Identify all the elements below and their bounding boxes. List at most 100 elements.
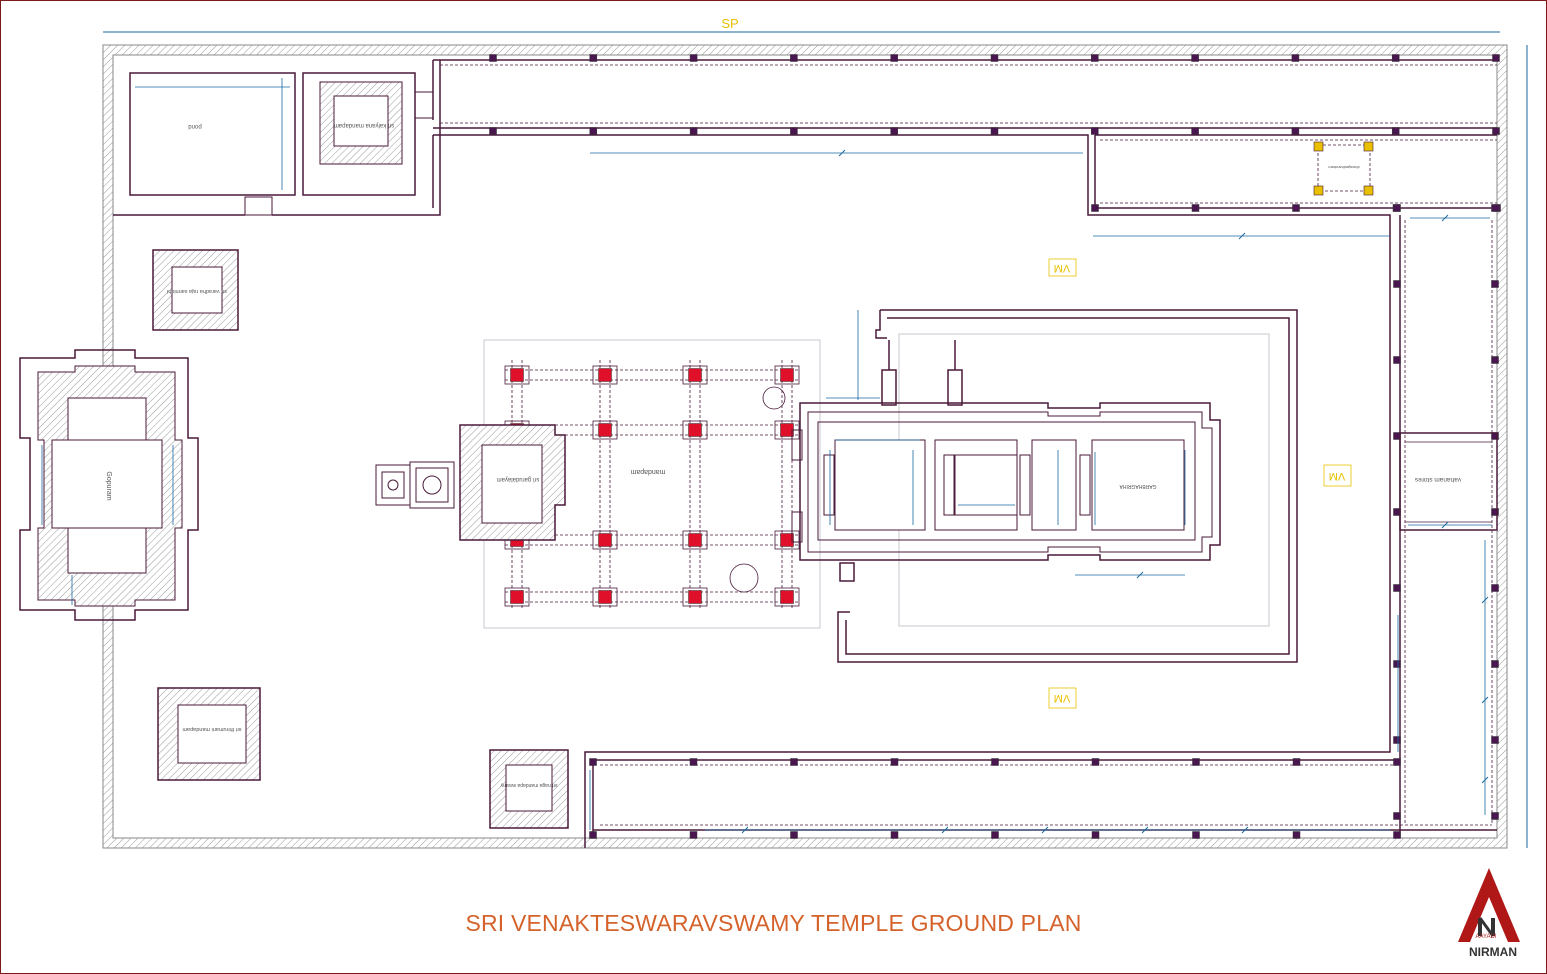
pillar bbox=[1291, 54, 1300, 62]
pillar bbox=[991, 758, 999, 766]
pillar bbox=[1391, 54, 1400, 62]
sp-dimension-line: SP bbox=[103, 16, 1500, 33]
top-left-doors bbox=[244, 91, 434, 216]
nirman-logo bbox=[1458, 868, 1520, 942]
pillar bbox=[689, 758, 698, 766]
pillar-base bbox=[592, 587, 618, 607]
pond-label: pond bbox=[188, 123, 201, 129]
pond-room: pond bbox=[129, 72, 296, 196]
pillar bbox=[990, 54, 999, 62]
pillar bbox=[890, 127, 898, 135]
pillar bbox=[598, 368, 612, 382]
sannidhi-bottom-mid: sri naga mandapa swamy bbox=[489, 749, 569, 829]
pillar-base bbox=[774, 365, 800, 385]
pillar bbox=[1491, 508, 1499, 516]
kalyana-mandapam: sri kalyana mandapam bbox=[302, 72, 416, 196]
pillar-base bbox=[592, 530, 618, 550]
pillar-base bbox=[682, 365, 708, 385]
pillar bbox=[1393, 280, 1401, 288]
dimension-tick bbox=[1441, 521, 1449, 529]
pillar bbox=[780, 368, 794, 382]
gopuram-label: Gopuram bbox=[105, 471, 112, 500]
pillar bbox=[688, 368, 702, 382]
sannidhi-top-label: sri varadha raja sannidhi bbox=[167, 288, 227, 294]
dimension-tick bbox=[941, 826, 949, 834]
pillar bbox=[688, 533, 702, 547]
pillar bbox=[790, 831, 798, 839]
dimension-tick bbox=[1141, 826, 1149, 834]
garudalayam: sri garudalayam bbox=[459, 424, 566, 541]
pillar bbox=[589, 758, 597, 766]
dimension-ticks bbox=[741, 149, 1489, 834]
pillar-base bbox=[682, 587, 708, 607]
pillar bbox=[1091, 831, 1100, 839]
pillar bbox=[589, 127, 598, 135]
zone-marks: VM VM VM bbox=[1048, 258, 1352, 709]
pillar bbox=[1492, 54, 1500, 62]
dimension-tick bbox=[1441, 214, 1449, 222]
mandapam-label: mandapam bbox=[630, 468, 665, 475]
pillar bbox=[689, 54, 698, 62]
sannidhi-bottom-left-label: sri thirumani mandapam bbox=[182, 726, 241, 732]
pillar-base bbox=[682, 530, 708, 550]
pillar bbox=[489, 127, 497, 135]
pillar bbox=[689, 127, 698, 135]
sannidhi-top: sri varadha raja sannidhi bbox=[152, 249, 239, 331]
pillar-base bbox=[592, 420, 618, 440]
pillar bbox=[990, 127, 999, 135]
kalyana-mandapam-label: sri kalyana mandapam bbox=[334, 122, 394, 128]
plan-title: SRI VENAKTESWARAVSWAMY TEMPLE GROUND PLA… bbox=[465, 910, 1082, 936]
dimension-tick bbox=[1481, 596, 1489, 604]
pillar-base bbox=[504, 365, 530, 385]
pillar bbox=[1393, 584, 1401, 592]
pillar bbox=[890, 54, 898, 62]
pillar bbox=[1393, 831, 1401, 839]
pillar bbox=[1091, 204, 1099, 212]
zone-mark-label: VM bbox=[1054, 262, 1071, 274]
pillar bbox=[1491, 280, 1499, 288]
sannidhi-bottom-left: sri thirumani mandapam bbox=[157, 687, 261, 781]
pillar-base bbox=[682, 420, 708, 440]
pillar bbox=[598, 590, 612, 604]
pillar bbox=[1191, 54, 1199, 62]
pillar bbox=[1393, 812, 1401, 820]
pillar bbox=[1491, 584, 1499, 592]
garbhagriha-label: GARBHAGRIHA bbox=[1119, 483, 1157, 489]
pillar bbox=[890, 831, 899, 839]
vahanam-stores-label: vahanam stores bbox=[1414, 476, 1461, 483]
pillar bbox=[1393, 660, 1401, 668]
dimension-lines bbox=[41, 152, 1492, 831]
pillar bbox=[1292, 758, 1301, 766]
pillar bbox=[890, 758, 899, 766]
pillar bbox=[1393, 736, 1401, 744]
marker-box: dhwajasthambam bbox=[1313, 141, 1374, 196]
pillar bbox=[1491, 736, 1499, 744]
pillar bbox=[1491, 660, 1499, 668]
pillar bbox=[1391, 127, 1400, 135]
corridor-beam-lines bbox=[440, 64, 1497, 826]
pillar bbox=[1091, 54, 1099, 62]
pillar bbox=[598, 533, 612, 547]
pillar bbox=[688, 423, 702, 437]
balipeetham bbox=[375, 461, 455, 509]
garudalayam-label: sri garudalayam bbox=[497, 476, 540, 482]
pillar bbox=[1292, 831, 1301, 839]
mandapam-pillars bbox=[504, 365, 800, 607]
dimension-tick bbox=[1241, 826, 1249, 834]
sannidhi-bottom-mid-label: sri naga mandapa swamy bbox=[500, 782, 557, 788]
pillar bbox=[598, 423, 612, 437]
pillar bbox=[991, 831, 999, 839]
pillar bbox=[1091, 758, 1100, 766]
logo-name: NIRMAN bbox=[1469, 945, 1517, 959]
pillar bbox=[1491, 356, 1499, 364]
pillar bbox=[1191, 204, 1200, 212]
dimension-tick bbox=[1238, 232, 1246, 240]
pillar bbox=[790, 54, 798, 62]
dimension-tick bbox=[1041, 826, 1049, 834]
vahanam-stores: vahanam stores bbox=[1399, 432, 1498, 531]
pillar bbox=[1291, 127, 1300, 135]
pillar bbox=[780, 590, 794, 604]
dimension-tick bbox=[1481, 776, 1489, 784]
zone-mark: VM bbox=[1323, 464, 1352, 487]
